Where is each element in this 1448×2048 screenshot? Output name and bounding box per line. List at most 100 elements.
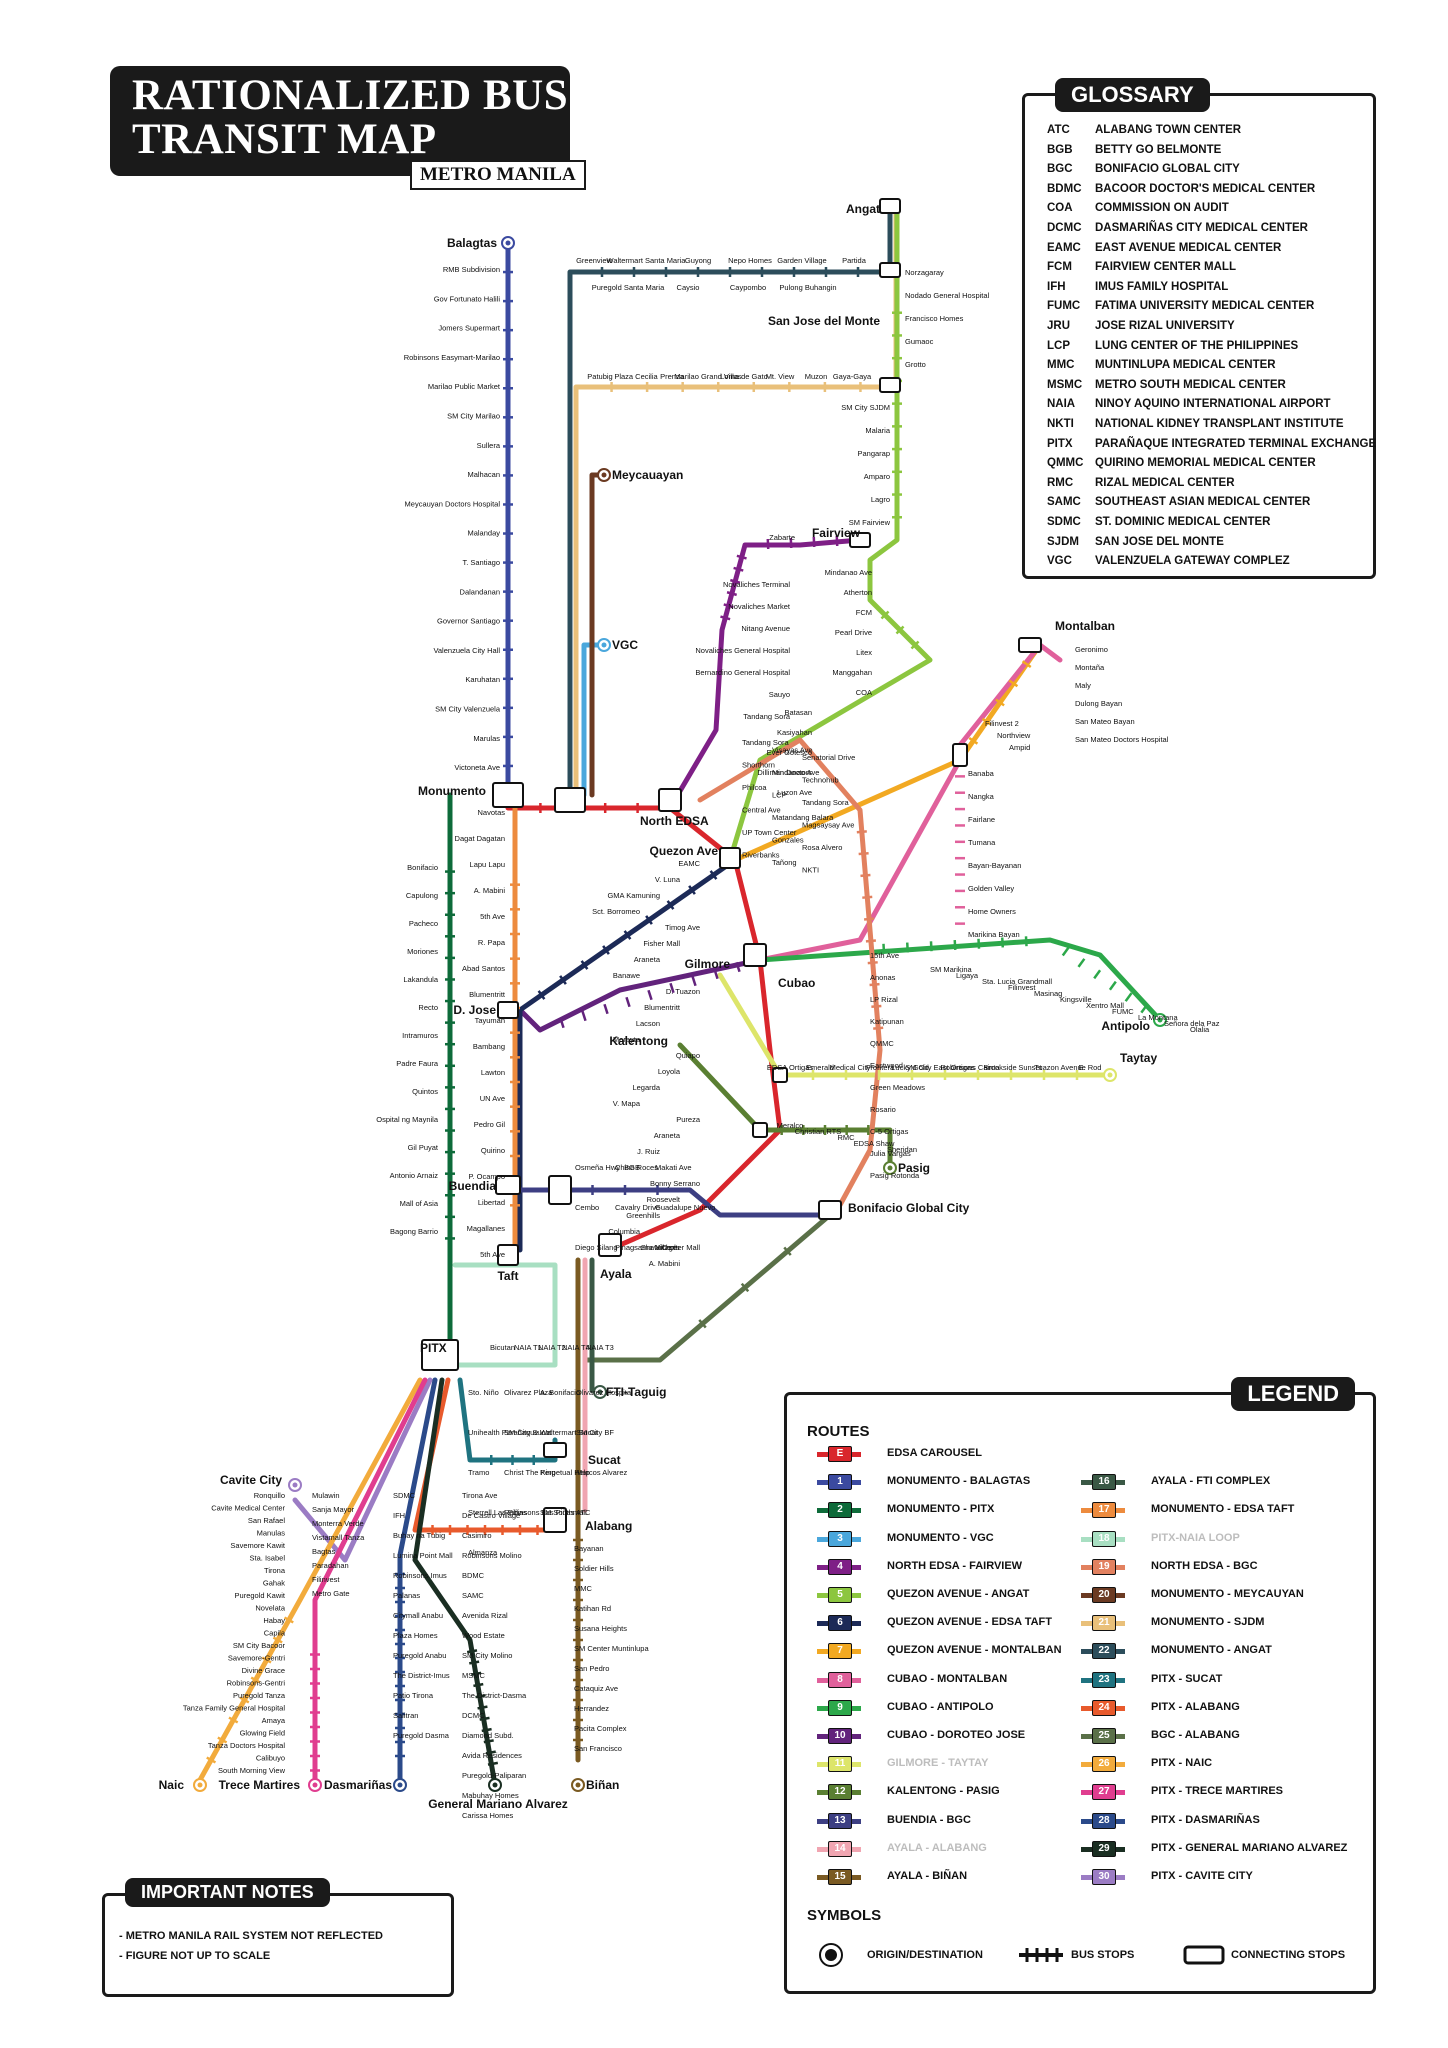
stop-label: Avenida Rizal (462, 1611, 508, 1620)
stop-label: FTI-Taguig (606, 1385, 666, 1399)
stop-label: Sunset (1018, 1063, 1042, 1072)
stop-label: Sta. Lucia Grandmall (982, 977, 1052, 986)
glossary-full: ALABANG TOWN CENTER (1095, 124, 1242, 136)
stop-label: SM City Sucat (504, 1428, 552, 1437)
stop-label: EAMC (678, 859, 700, 868)
glossary-abbr: COA (1047, 202, 1073, 215)
stop-label: EDSA Shaw (854, 1139, 895, 1148)
origin-destination-dot (601, 642, 607, 648)
glossary-abbr: SAMC (1047, 496, 1081, 509)
stop-label: Gaya-Gaya (833, 372, 872, 381)
bus-stop-tick (862, 895, 873, 899)
stop-label: Technohub (802, 776, 839, 785)
stop-label: Cavite City (220, 1473, 282, 1487)
stop-label: Araneta (654, 1131, 681, 1140)
stop-label: Robinsons Cainta (940, 1063, 1000, 1072)
stop-label: Tanza Family General Hospital (183, 1704, 285, 1713)
bus-stop-tick (1108, 980, 1117, 991)
stop-label: Puregold Santa Maria (592, 283, 665, 292)
stop-label: FUMC (1112, 1007, 1134, 1016)
stop-label: Lumina Point Mall (393, 1551, 453, 1560)
route-13-line (517, 1187, 833, 1218)
legend-route-badge: 29 (1092, 1840, 1116, 1857)
bus-stop-ticks (206, 267, 1149, 1772)
bus-stop-tick (283, 1616, 294, 1624)
stop-label: Dulong Bayan (1075, 699, 1122, 708)
stop-label: Puregold Kawit (235, 1591, 286, 1600)
legend-route-name: MONUMENTO - MEYCAUYAN (1151, 1588, 1304, 1600)
glossary-abbr: FUMC (1047, 300, 1081, 313)
bus-stop-tick (929, 941, 933, 952)
legend-route-badge: 18 (1092, 1530, 1116, 1547)
bus-stop-tick (272, 1636, 283, 1644)
legend-route-name: PITX - ALABANG (1151, 1700, 1240, 1713)
bus-stop-tick (723, 603, 734, 609)
stop-label: Habay (263, 1616, 285, 1625)
legend-route-badge: 3 (828, 1530, 852, 1547)
stop-label: Bayan-Bayanan (968, 861, 1021, 870)
stop-label: Novaliches General Hospital (695, 646, 790, 655)
stop-label: Emerald (806, 1063, 834, 1072)
stop-label: Recto (418, 1003, 438, 1012)
bus-stop-tick (581, 1010, 587, 1022)
connecting-stop (879, 262, 901, 278)
stop-label: Montalban (1055, 619, 1115, 633)
stop-label: Casimiro (462, 1531, 492, 1540)
bus-stop-tick (867, 961, 878, 965)
stop-label: Morayta (613, 1035, 641, 1044)
stop-label: Tuazon Avenue (1034, 1063, 1086, 1072)
stop-label: Fairlane (968, 815, 995, 824)
bus-stop-tick (669, 982, 675, 994)
legend-route-badge: 26 (1092, 1756, 1116, 1773)
stop-label: Pureza (676, 1115, 701, 1124)
title-block: RATIONALIZED BUS TRANSIT MAP (110, 66, 570, 176)
route-28-line (397, 1377, 438, 1788)
stop-label: Christ The King (504, 1468, 556, 1477)
stop-label: Balagtas (447, 236, 497, 250)
origin-destination-dot (197, 1782, 203, 1788)
stop-label: Pasig Rotonda (870, 1171, 920, 1180)
stop-label: Brookside (983, 1063, 1016, 1072)
stop-label: E. Rod (1079, 1063, 1102, 1072)
stop-label: Filinvest (312, 1575, 340, 1584)
stop-label: Diamond Subd. (462, 1731, 514, 1740)
stop-label: Eastwood (870, 1061, 903, 1070)
stop-label: C-5 Ortigas (870, 1127, 909, 1136)
stop-label: Visayas Ave (772, 746, 813, 755)
stop-label: Frontera (866, 1063, 895, 1072)
glossary-full: LUNG CENTER OF THE PHILIPPINES (1095, 339, 1299, 352)
stop-label: Banaba (968, 769, 995, 778)
bus-stop-tick (1077, 958, 1086, 968)
page-title: RATIONALIZED BUS TRANSIT MAP (132, 74, 568, 162)
stop-label: Gonzales (772, 836, 804, 845)
bus-stop-tick (691, 975, 697, 987)
stop-label: SM City Marilao (447, 412, 500, 421)
stop-label: San Rafael (248, 1516, 285, 1525)
stop-label: Shaw Center Mall (641, 1243, 701, 1252)
stop-label: Pulong Buhangin (779, 283, 836, 292)
bus-stop-tick (481, 1727, 492, 1733)
stop-label: NAIA T2 (538, 1343, 566, 1352)
stop-label: Nangka (968, 792, 995, 801)
stop-label: Puregold-Paliparan (462, 1771, 526, 1780)
legend-route-badge: 16 (1092, 1474, 1116, 1491)
bus-stop-tick (666, 900, 675, 910)
bus-stop-tick (905, 942, 910, 953)
stop-label: Luzon Ave (777, 788, 812, 797)
stop-label: Loyola (658, 1067, 681, 1076)
stop-label: Gumaoc (905, 337, 934, 346)
stop-label: Sullera (477, 441, 501, 450)
stop-label: Navotas (477, 808, 505, 817)
stop-label: Perpetual Help (540, 1468, 590, 1477)
stop-label: Greenview (576, 256, 612, 265)
route-5-line (727, 209, 933, 863)
bus-stop-tick (1061, 946, 1070, 957)
stop-label: Tirona (264, 1566, 286, 1575)
bus-stop-tick (995, 698, 1005, 707)
stop-label: Medical City (830, 1063, 871, 1072)
bus-stop-tick (228, 1716, 239, 1724)
stop-label: Cataquiz Ave (574, 1684, 618, 1693)
stop-label: Mindanao Ave (772, 768, 819, 777)
legend-route-badge: 2 (828, 1502, 852, 1519)
